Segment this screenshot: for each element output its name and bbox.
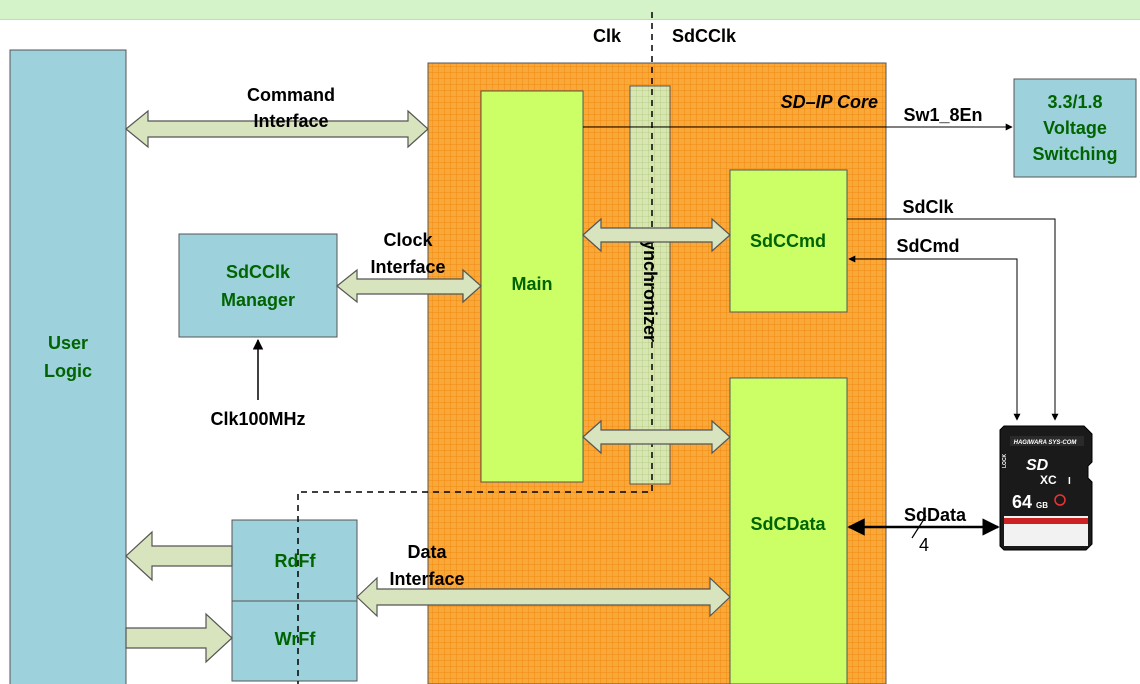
- clk-domain-label: Clk: [593, 26, 622, 46]
- sdclk-label: SdClk: [902, 197, 954, 217]
- sdcclk-manager-label-line2: Manager: [221, 290, 295, 310]
- bus-width-label: 4: [919, 535, 929, 555]
- clock-interface-label-line2: Interface: [370, 257, 445, 277]
- wrff-label: WrFf: [275, 629, 317, 649]
- sddata-label: SdData: [904, 505, 967, 525]
- sdccmd-label: SdCCmd: [750, 231, 826, 251]
- main-sdccmd-arrow: [582, 217, 731, 253]
- top-banner: [0, 0, 1140, 20]
- voltage-switching-label-line2: Voltage: [1043, 118, 1107, 138]
- sdcmd-line: [848, 255, 1021, 421]
- sd-ip-core-label: SD–IP Core: [781, 92, 878, 112]
- sdcclk-manager-block: [178, 233, 338, 338]
- sd-card-unit: GB: [1036, 501, 1048, 510]
- rdff-to-user-logic-arrow: [125, 530, 233, 582]
- data-interface-label-line1: Data: [407, 542, 447, 562]
- voltage-switching-block: [1013, 78, 1137, 178]
- synchronizer-block: [629, 85, 671, 485]
- sw1-8en-label: Sw1_8En: [903, 105, 982, 125]
- sd-card-class: XC: [1040, 473, 1057, 487]
- user-logic-block: [9, 49, 127, 684]
- sd-card-uhs: I: [1068, 476, 1071, 487]
- command-interface-label-line1: Command: [247, 85, 335, 105]
- sd-card-image: HAGIWARA SYS-COM LOCK SD XC I 64 GB: [999, 425, 1093, 551]
- bus-width-slash: [911, 515, 927, 539]
- clk100mhz-label: Clk100MHz: [210, 409, 305, 429]
- sdcmd-label: SdCmd: [897, 236, 960, 256]
- sd-card-brand: HAGIWARA SYS-COM: [1014, 440, 1078, 446]
- wrff-block: [231, 600, 358, 682]
- sdcclk-domain-label: SdCClk: [672, 26, 737, 46]
- clock-interface-arrow: [336, 268, 482, 304]
- sdcdata-block: [729, 377, 848, 684]
- sd-card-speed-class-icon: [1054, 494, 1066, 506]
- command-interface-arrow: [125, 109, 429, 149]
- sd-card-capacity: 64: [1012, 492, 1032, 512]
- main-block: [480, 90, 584, 483]
- rdff-block: [231, 519, 358, 602]
- sd-card-lock: LOCK: [1002, 453, 1008, 468]
- synchronizer-label: Synchronizer: [640, 228, 660, 342]
- voltage-switching-label-line1: 3.3/1.8: [1047, 92, 1102, 112]
- main-sdcdata-arrow: [582, 419, 731, 455]
- user-logic-to-wrff-arrow: [125, 612, 233, 664]
- voltage-switching-label-line3: Switching: [1033, 144, 1118, 164]
- data-interface-label-line2: Interface: [389, 569, 464, 589]
- data-interface-arrow: [356, 576, 731, 618]
- rdff-label: RdFf: [275, 551, 317, 571]
- sdclk-line: [847, 218, 1059, 421]
- sdccmd-block: [729, 169, 848, 313]
- main-label: Main: [511, 274, 552, 294]
- user-logic-label-line2: Logic: [44, 361, 92, 381]
- sdcdata-label: SdCData: [750, 514, 826, 534]
- user-logic-label-line1: User: [48, 333, 88, 353]
- command-interface-label-line2: Interface: [253, 111, 328, 131]
- clock-domain-boundary: [297, 12, 653, 684]
- sdcclk-manager-label-line1: SdCClk: [226, 262, 291, 282]
- sd-card-format: SD: [1026, 457, 1049, 474]
- clock-interface-label-line1: Clock: [383, 230, 433, 250]
